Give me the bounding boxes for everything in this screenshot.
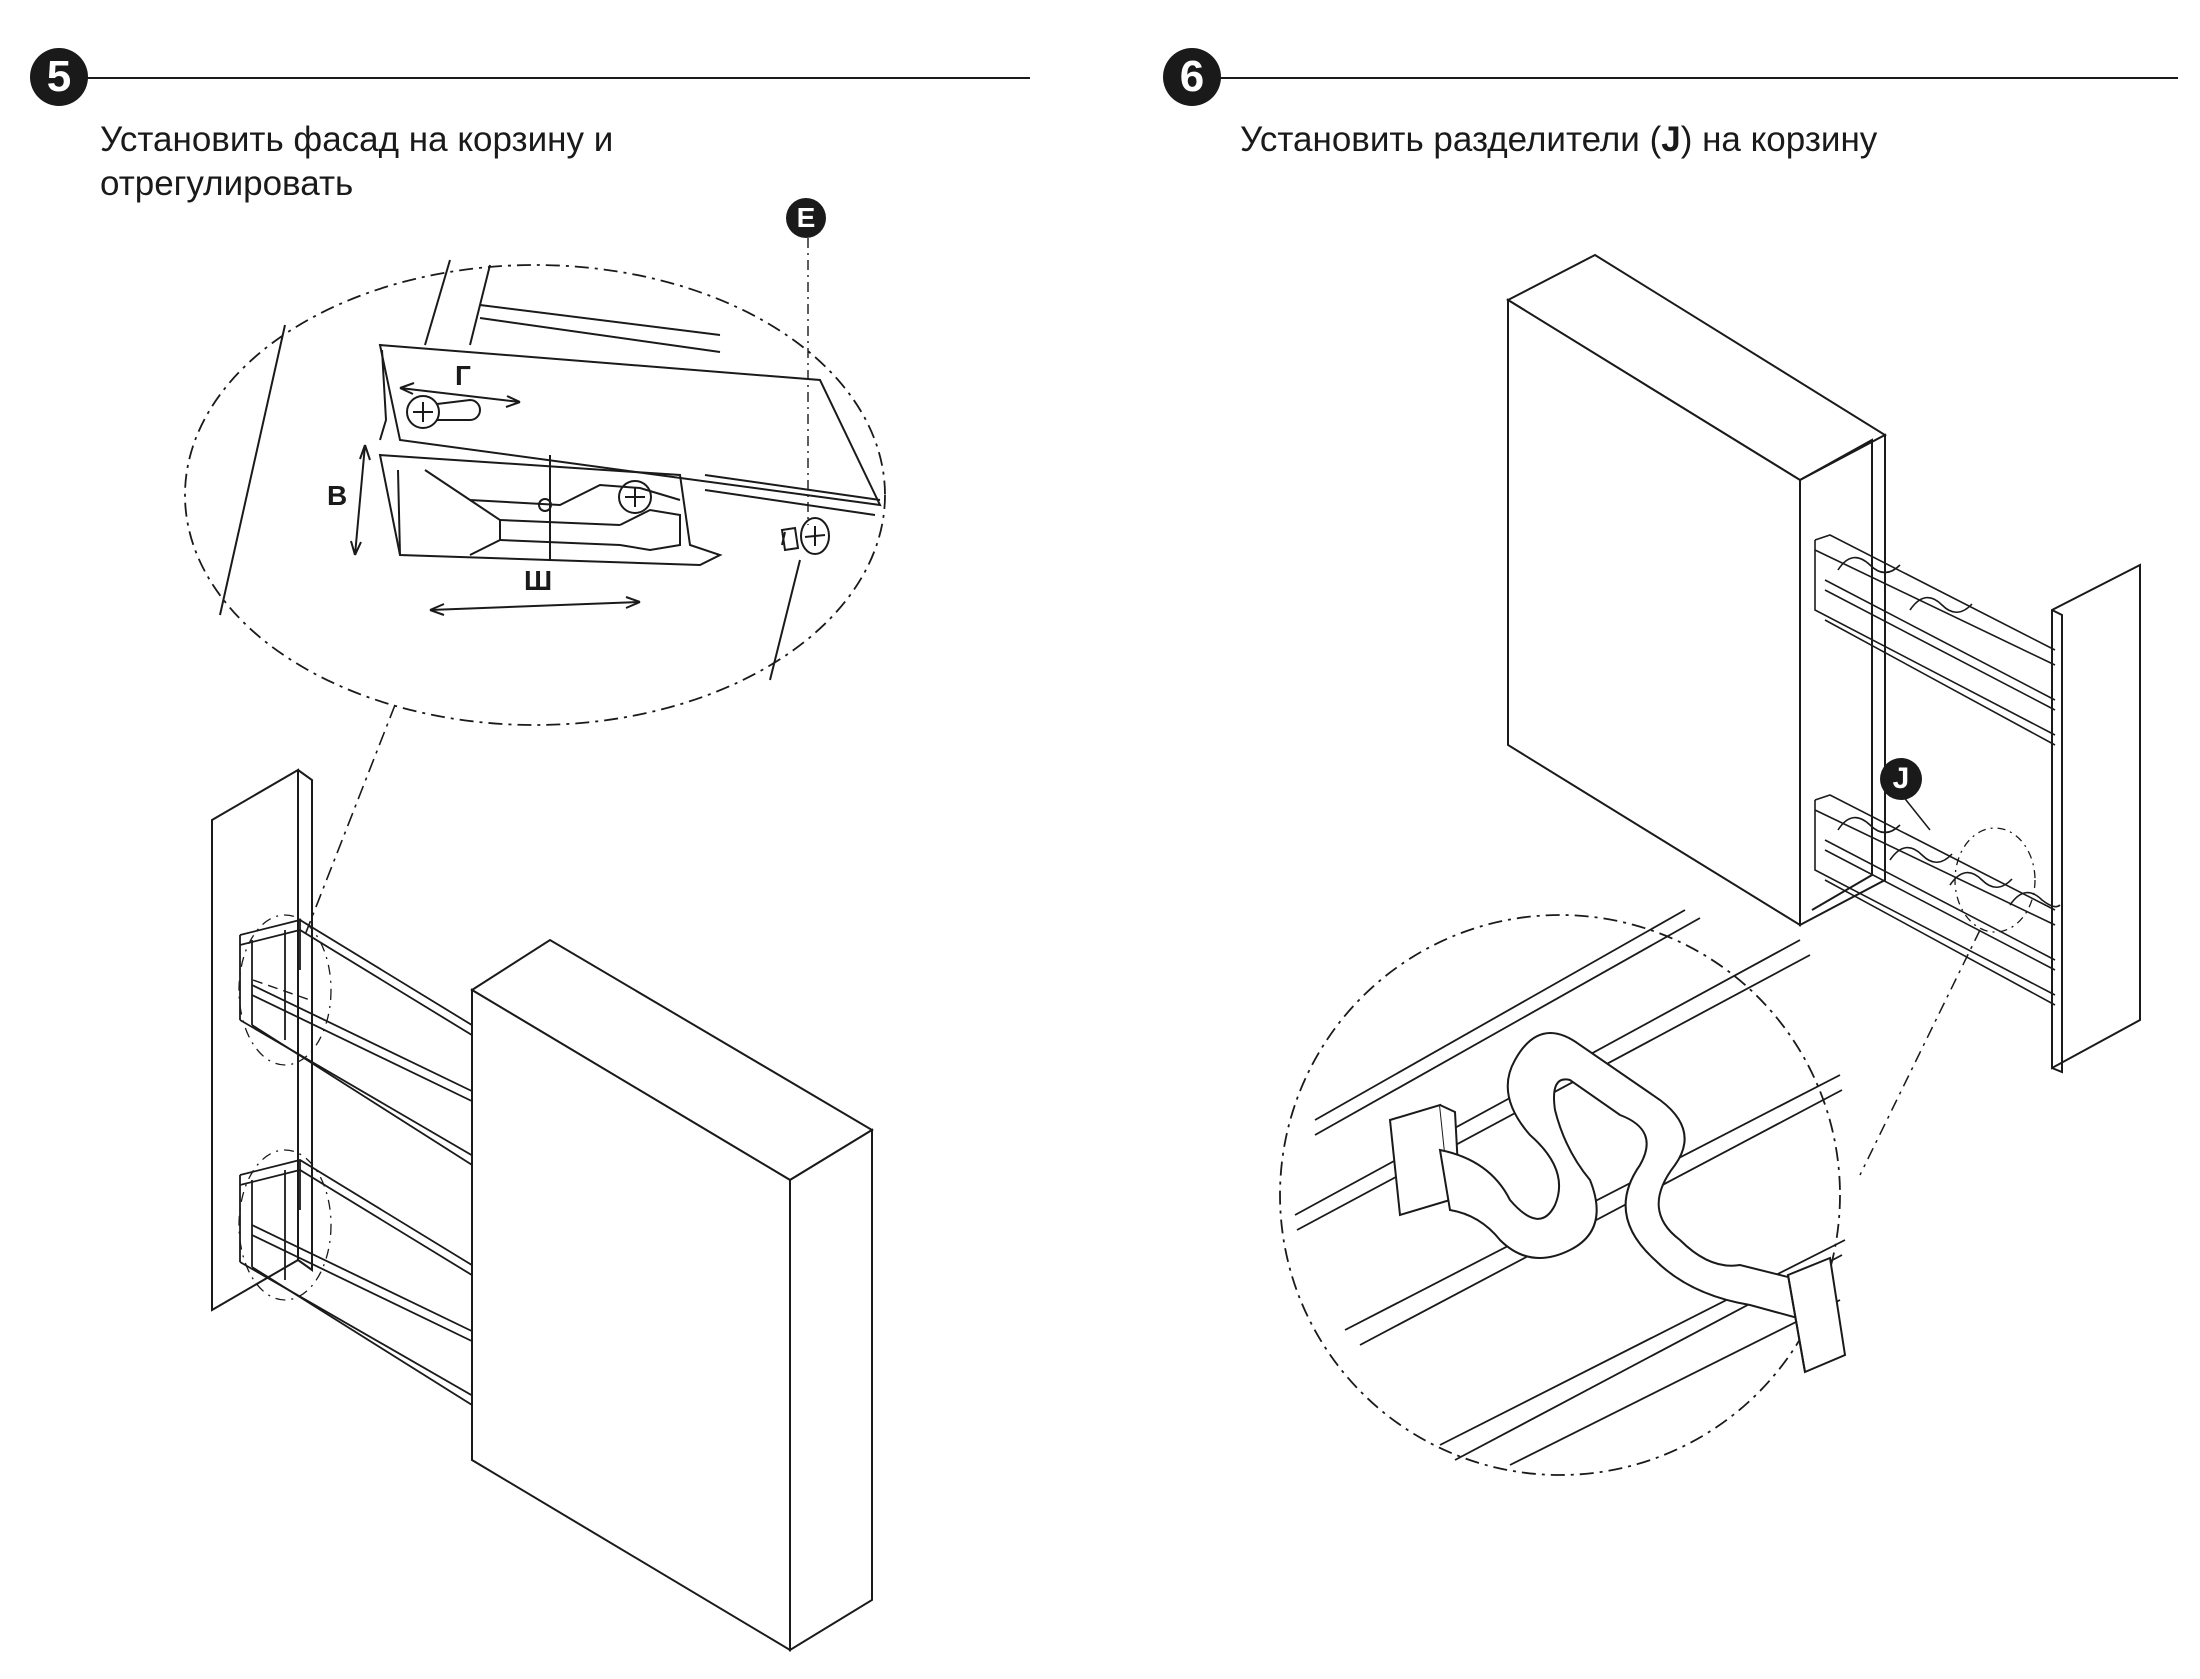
step-5-illustration: [184, 238, 886, 1652]
s-divider-clip: [1388, 1032, 1847, 1374]
wire-basket-lower-6: [1814, 794, 2061, 1006]
step-6-instruction-before: Установить разделители (: [1240, 120, 1662, 159]
dimension-arrow-g: [399, 382, 521, 408]
bracket-screw-icon: [618, 480, 652, 514]
dimension-arrow-sh: [429, 596, 641, 616]
wire-basket-upper-6: [1814, 534, 2056, 746]
side-panel-drawing: [211, 768, 313, 1312]
step-5-panel: 5 Установить фасад на корзину и отрегули…: [30, 48, 1030, 1652]
divider-j-marker: J: [1880, 758, 1922, 800]
front-facade-box: [1505, 253, 1888, 927]
j-marker-leader: [1901, 794, 1931, 831]
step-6-instruction: Установить разделители (J) на корзину: [1240, 118, 1877, 162]
screw-e-marker: E: [786, 198, 826, 238]
step-6-instruction-bold: J: [1661, 120, 1681, 159]
detail-rail-assembly: [219, 238, 882, 681]
dim-label-v: В: [327, 480, 348, 511]
step-6-panel: 6 Установить разделители (J) на корзину: [1100, 0, 2200, 1679]
step-5-rule: [80, 77, 1030, 79]
step-6-rule: [1213, 77, 2178, 79]
callout-leader-line: [304, 704, 396, 936]
fastening-screw-e-icon: [780, 517, 830, 555]
rear-side-panel: [2051, 563, 2141, 1074]
detail-callout-ellipse: [184, 264, 886, 726]
step-6-instruction-after: ) на корзину: [1680, 120, 1878, 159]
dim-label-g: Г: [455, 360, 471, 391]
front-facade-panel: [470, 938, 874, 1652]
step-5-instruction: Установить фасад на корзину и отрегулиро…: [100, 118, 613, 206]
step-5-number-badge: 5: [30, 48, 88, 106]
wire-basket-lower: [238, 1149, 481, 1411]
step-5-instruction-line2: отрегулировать: [100, 164, 354, 203]
wire-basket-upper: [238, 914, 481, 1171]
dimension-arrow-v: [350, 444, 371, 556]
step-5-instruction-line1: Установить фасад на корзину и: [100, 120, 614, 159]
step-6-illustration: [1279, 253, 2141, 1476]
step-6-number-badge: 6: [1163, 48, 1221, 106]
divider-detail-circle: [1279, 914, 1841, 1476]
dim-label-sh: Ш: [524, 565, 553, 596]
adjust-screw-icon: [406, 395, 481, 429]
